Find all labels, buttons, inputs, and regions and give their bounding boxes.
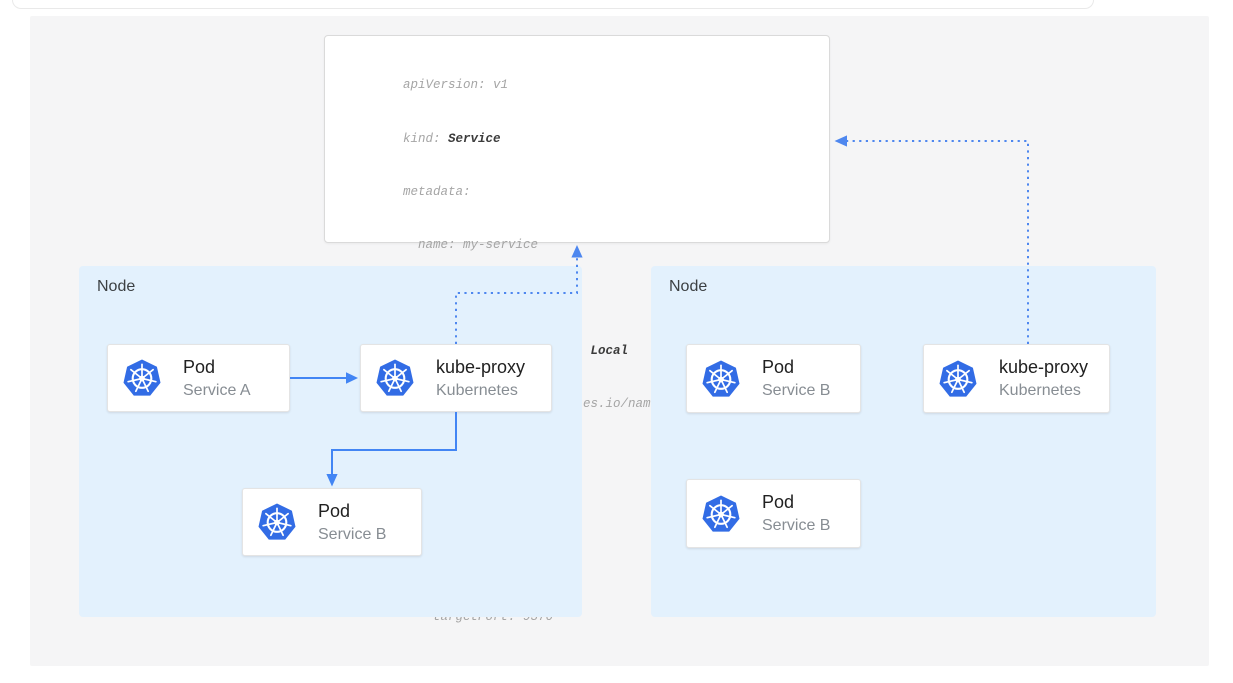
card-subtitle: Kubernetes — [436, 381, 518, 399]
card-subtitle: Service B — [318, 525, 387, 543]
kubernetes-icon — [375, 358, 415, 397]
yaml-line: kind: Service — [403, 131, 501, 146]
card-subtitle: Kubernetes — [999, 382, 1081, 399]
kubernetes-icon — [701, 358, 741, 398]
card-title: kube-proxy — [436, 356, 526, 377]
top-divider — [12, 0, 1094, 9]
node-label: Node — [669, 278, 708, 295]
kubernetes-icon — [701, 493, 741, 533]
card-title: Pod — [762, 492, 795, 512]
node-left: Node — [79, 266, 582, 617]
card-title: Pod — [762, 357, 795, 377]
node-right: Node — [651, 266, 1156, 617]
yaml-line: apiVersion: v1 — [403, 78, 509, 93]
card-title: Pod — [318, 500, 351, 521]
yaml-line: name: my-service — [403, 237, 539, 252]
kubernetes-icon — [257, 502, 297, 541]
card-title: kube-proxy — [999, 357, 1089, 377]
kubernetes-icon — [938, 358, 978, 398]
node-label: Node — [97, 278, 136, 295]
card-subtitle: Service B — [762, 382, 831, 399]
card-subtitle: Service A — [183, 381, 251, 399]
yaml-line: metadata: — [403, 184, 471, 199]
service-yaml-card: apiVersion: v1 kind: Service metadata: n… — [324, 35, 830, 624]
card-title: Pod — [183, 356, 216, 377]
card-subtitle: Service B — [762, 517, 831, 534]
kubernetes-icon — [122, 358, 162, 397]
